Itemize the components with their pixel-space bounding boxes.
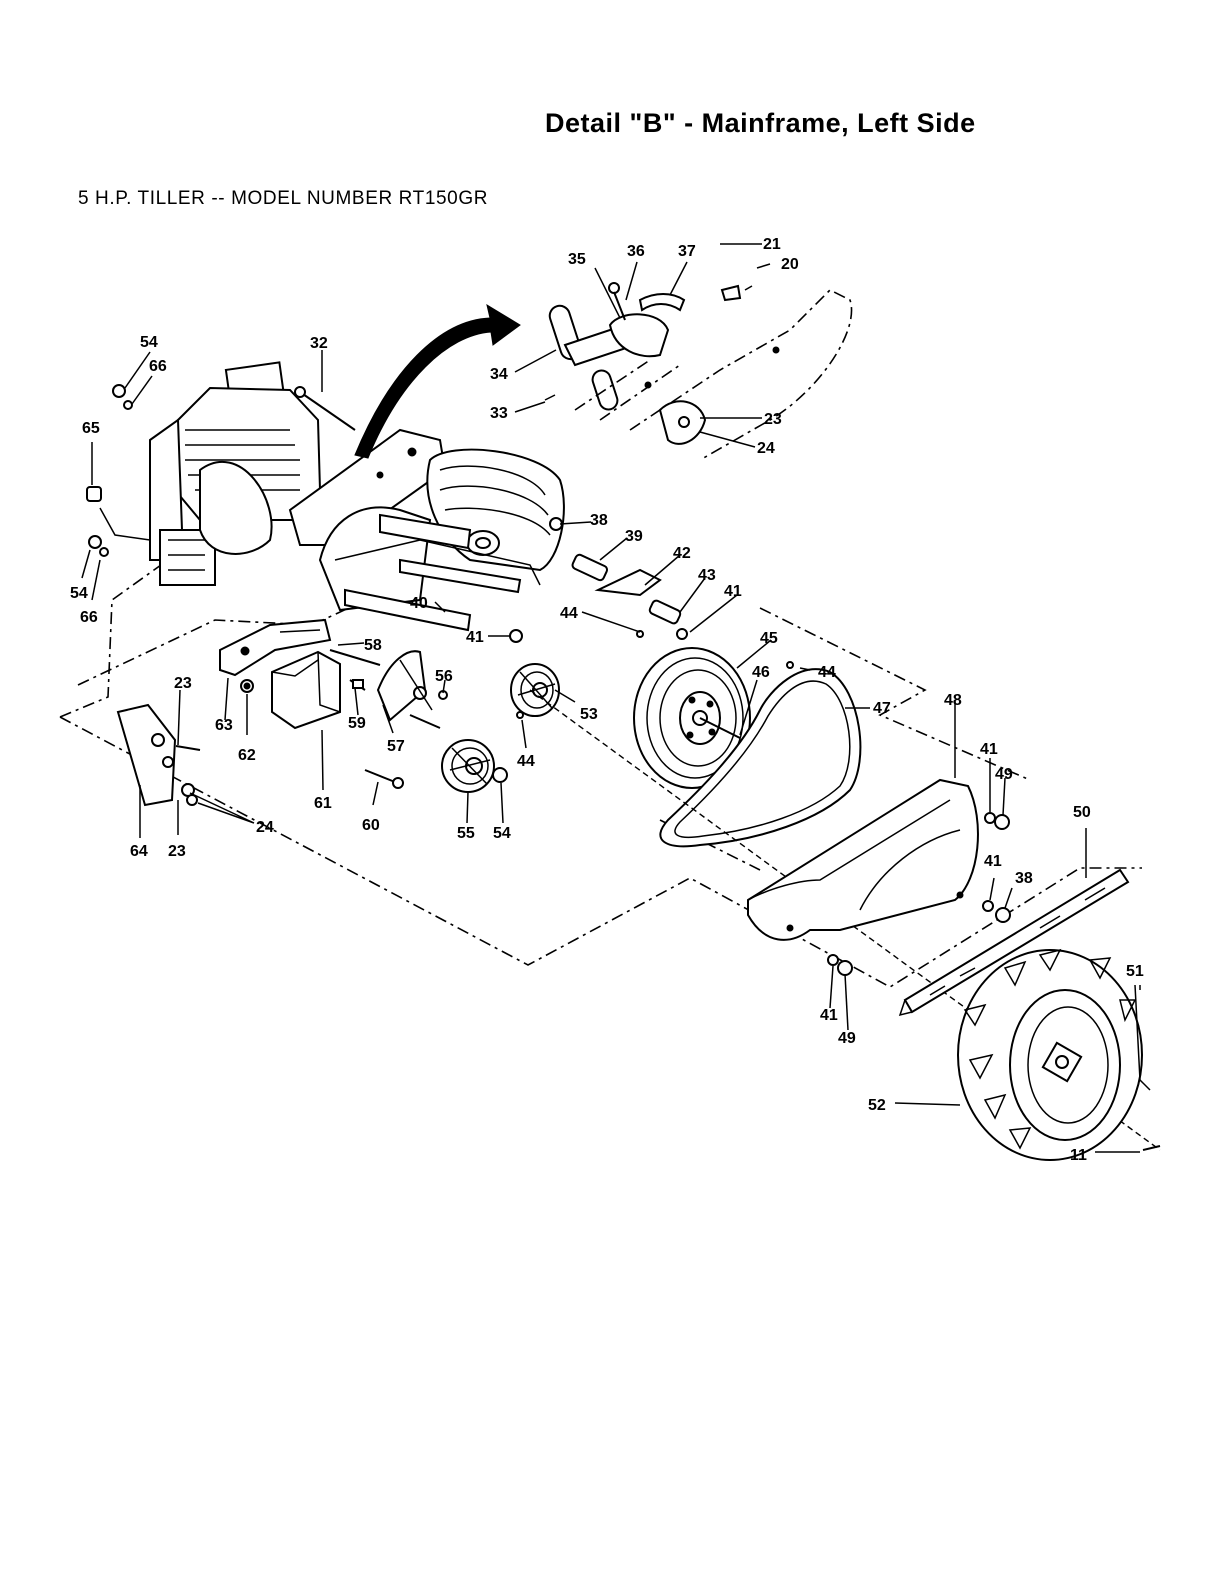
part-label-23-left: 23 (174, 675, 192, 692)
part-label-40: 40 (410, 595, 428, 612)
part-label-41-bottom: 41 (820, 1007, 838, 1024)
part-label-24-top: 24 (757, 440, 775, 457)
part-label-63: 63 (215, 717, 233, 734)
part-label-44-lower: 44 (517, 753, 535, 770)
part-label-44-right: 44 (818, 664, 836, 681)
part-label-41-center: 41 (466, 629, 484, 646)
part-label-23-top: 23 (764, 411, 782, 428)
part-label-33: 33 (490, 405, 508, 422)
engine (150, 362, 320, 585)
part-label-56: 56 (435, 668, 453, 685)
part-label-43: 43 (698, 567, 716, 584)
part-label-41-lower-right: 41 (984, 853, 1002, 870)
part-label-54-top: 54 (140, 334, 158, 351)
part-label-46: 46 (752, 664, 770, 681)
part-label-55: 55 (457, 825, 475, 842)
part-label-38-top: 38 (590, 512, 608, 529)
part-label-52: 52 (868, 1097, 886, 1114)
part-label-64: 64 (130, 843, 148, 860)
part-label-24-bottom: 24 (256, 819, 274, 836)
part-label-36: 36 (627, 243, 645, 260)
part-label-11: 11 (1070, 1147, 1087, 1164)
side-bracket (118, 705, 200, 805)
part-label-34: 34 (490, 366, 508, 383)
part-label-45: 45 (760, 630, 778, 647)
counterweight (272, 652, 340, 728)
part-label-37: 37 (678, 243, 696, 260)
shift-lever-assembly (545, 283, 684, 420)
part-label-53: 53 (580, 706, 598, 723)
part-label-49-bottom: 49 (838, 1030, 856, 1047)
part-label-47: 47 (873, 700, 891, 717)
part-label-66-top: 66 (149, 358, 167, 375)
drive-pulley (511, 664, 559, 716)
part-label-60: 60 (362, 817, 380, 834)
part-label-65: 65 (82, 420, 100, 437)
part-label-20: 20 (781, 256, 799, 273)
wheel-tire (958, 950, 1150, 1160)
upper-fender (630, 286, 852, 460)
idler-pulley (442, 740, 507, 792)
part-label-54-left: 54 (70, 585, 88, 602)
part-label-54-bottom: 54 (493, 825, 511, 842)
part-label-57: 57 (387, 738, 405, 755)
part-label-21: 21 (763, 236, 781, 253)
part-label-35: 35 (568, 251, 586, 268)
part-label-50: 50 (1073, 804, 1091, 821)
part-label-58: 58 (364, 637, 382, 654)
part-label-42: 42 (673, 545, 691, 562)
part-label-48: 48 (944, 692, 962, 709)
part-label-38-lower: 38 (1015, 870, 1033, 887)
part-label-61: 61 (314, 795, 332, 812)
part-label-66-left: 66 (80, 609, 98, 626)
part-label-51: 51 (1126, 963, 1144, 980)
idler-bracket (378, 651, 447, 728)
part-label-49-right: 49 (995, 766, 1013, 783)
part-label-23-bottom: 23 (168, 843, 186, 860)
frame-outline (60, 555, 1142, 987)
part-label-32: 32 (310, 335, 328, 352)
part-label-41-right: 41 (980, 741, 998, 758)
part-label-59: 59 (348, 715, 366, 732)
part-label-44-center: 44 (560, 605, 578, 622)
part-label-62: 62 (238, 747, 256, 764)
part-label-39: 39 (625, 528, 643, 545)
part-label-41-top: 41 (724, 583, 742, 600)
